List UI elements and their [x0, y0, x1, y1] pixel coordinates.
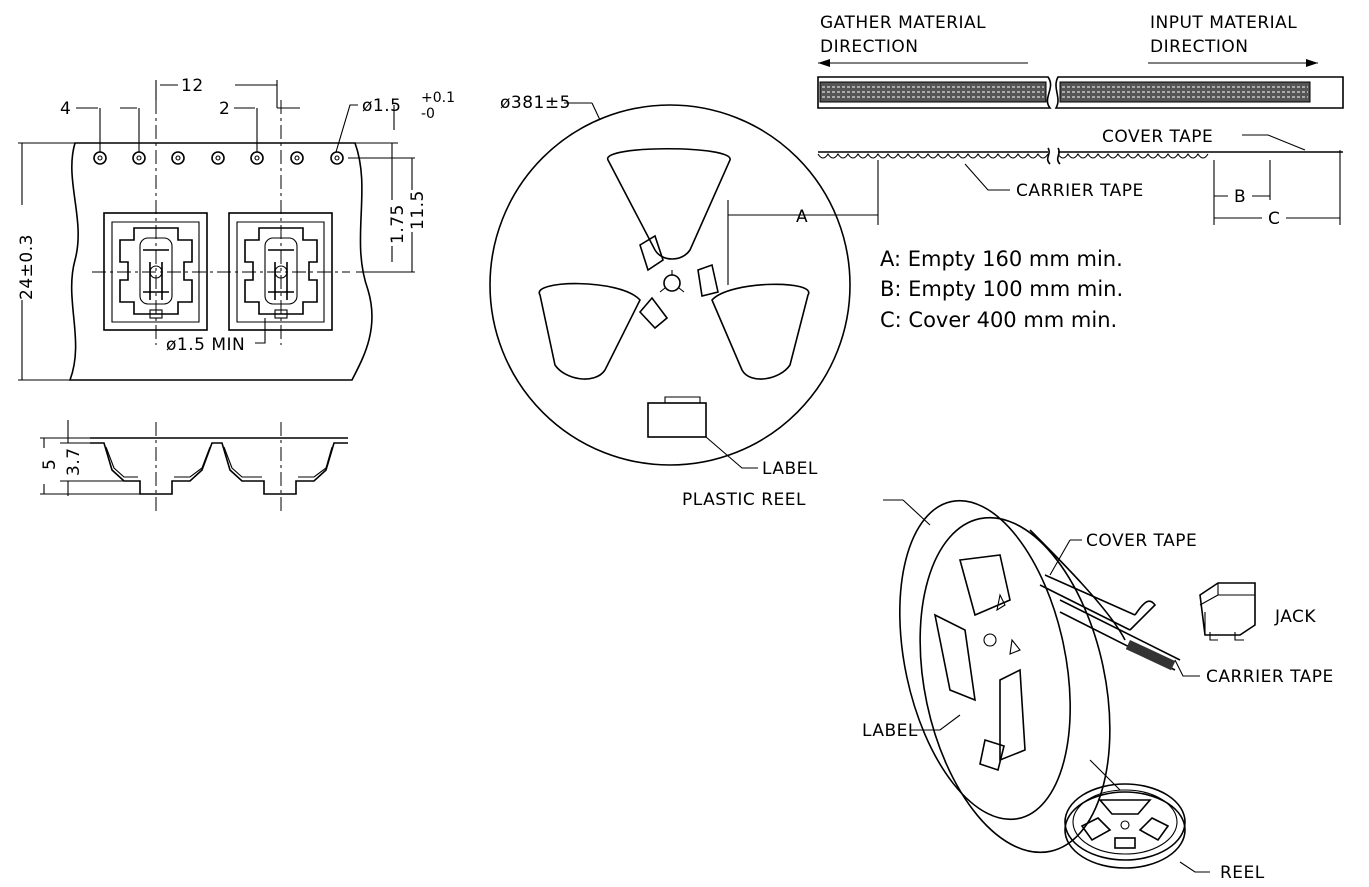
dim-hole-tol-plus: +0.1	[421, 90, 455, 106]
reel-front-view	[489, 102, 879, 469]
tape-direction-view	[817, 59, 1344, 225]
gather-direction-line2: DIRECTION	[820, 37, 919, 57]
sprocket-holes	[93, 151, 344, 165]
dim-c-label: C	[1268, 209, 1280, 229]
input-direction-line1: INPUT MATERIAL	[1150, 13, 1297, 33]
dim-hole-offset-4: 4	[60, 99, 71, 119]
iso-reel-label: REEL	[1220, 863, 1265, 882]
dim-pocket-hole: ø1.5 MIN	[166, 335, 245, 355]
dim-hole-diameter: ø1.5	[362, 96, 401, 116]
input-direction-line2: DIRECTION	[1150, 37, 1249, 57]
isometric-reel-view	[883, 499, 1256, 873]
dim-pitch-12: 12	[181, 76, 204, 96]
iso-plastic-reel-label: PLASTIC REEL	[682, 490, 806, 510]
dim-center-11-5: 11.5	[408, 190, 428, 230]
jack-part	[1199, 582, 1256, 636]
gather-direction-line1: GATHER MATERIAL	[820, 13, 986, 33]
dim-height-5: 5	[40, 459, 60, 470]
dim-a-label: A	[796, 207, 808, 227]
tape-top-view	[18, 80, 415, 381]
reel-diameter-label: ø381±5	[500, 93, 571, 113]
dim-pocket-offset-2: 2	[219, 99, 230, 119]
tape-outline	[68, 142, 373, 381]
spec-a: A: Empty 160 mm min.	[880, 247, 1123, 271]
cover-tape-label: COVER TAPE	[1102, 127, 1213, 147]
iso-jack-label: JACK	[1274, 607, 1316, 627]
reel-window-left	[538, 282, 641, 380]
iso-carrier-tape-label: CARRIER TAPE	[1206, 667, 1334, 687]
dim-depth-3-7: 3.7	[64, 447, 84, 476]
carrier-tape-label: CARRIER TAPE	[1016, 181, 1144, 201]
reel-window-right	[711, 283, 810, 380]
spec-c: C: Cover 400 mm min.	[880, 308, 1117, 332]
reel-window-top	[607, 148, 731, 260]
tape-profile-view	[40, 420, 348, 512]
dim-edge-1-75: 1.75	[388, 204, 408, 244]
dim-tape-width: 24±0.3	[17, 234, 37, 300]
iso-label-tag: LABEL	[862, 721, 918, 741]
dim-b-label: B	[1234, 187, 1246, 207]
spec-b: B: Empty 100 mm min.	[880, 277, 1123, 301]
dim-hole-tol-minus: -0	[421, 106, 435, 122]
reel-label-tag: LABEL	[762, 459, 818, 479]
iso-cover-tape-label: COVER TAPE	[1086, 531, 1197, 551]
